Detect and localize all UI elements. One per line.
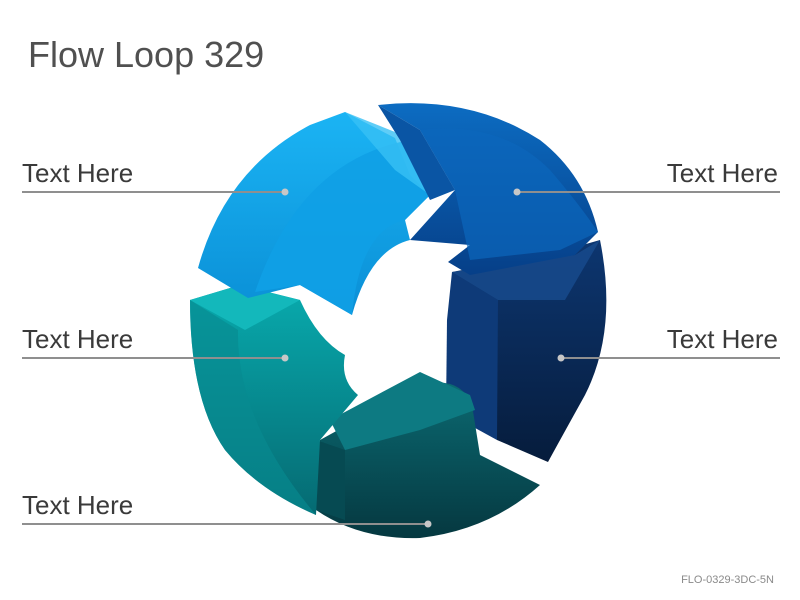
footer-code: FLO-0329-3DC-5N bbox=[681, 574, 774, 586]
callout-label-left-middle: Text Here bbox=[22, 324, 134, 354]
leader-line-right-middle bbox=[557, 354, 780, 362]
page-title: Flow Loop 329 bbox=[28, 34, 265, 75]
leader-line-right-top bbox=[513, 188, 780, 196]
callout-label-right-middle: Text Here bbox=[666, 324, 778, 354]
callout-label-left-bottom: Text Here bbox=[22, 490, 134, 520]
segment-dark-teal bbox=[316, 372, 540, 539]
callout-label-left-top: Text Here bbox=[22, 158, 134, 188]
callout-label-right-top: Text Here bbox=[666, 158, 778, 188]
segment-light-blue bbox=[198, 112, 430, 315]
segment-blue bbox=[378, 103, 598, 275]
leader-line-left-middle bbox=[22, 354, 289, 362]
leader-line-left-top bbox=[22, 188, 289, 196]
segment-teal bbox=[190, 285, 358, 515]
leader-line-left-bottom bbox=[22, 520, 432, 528]
